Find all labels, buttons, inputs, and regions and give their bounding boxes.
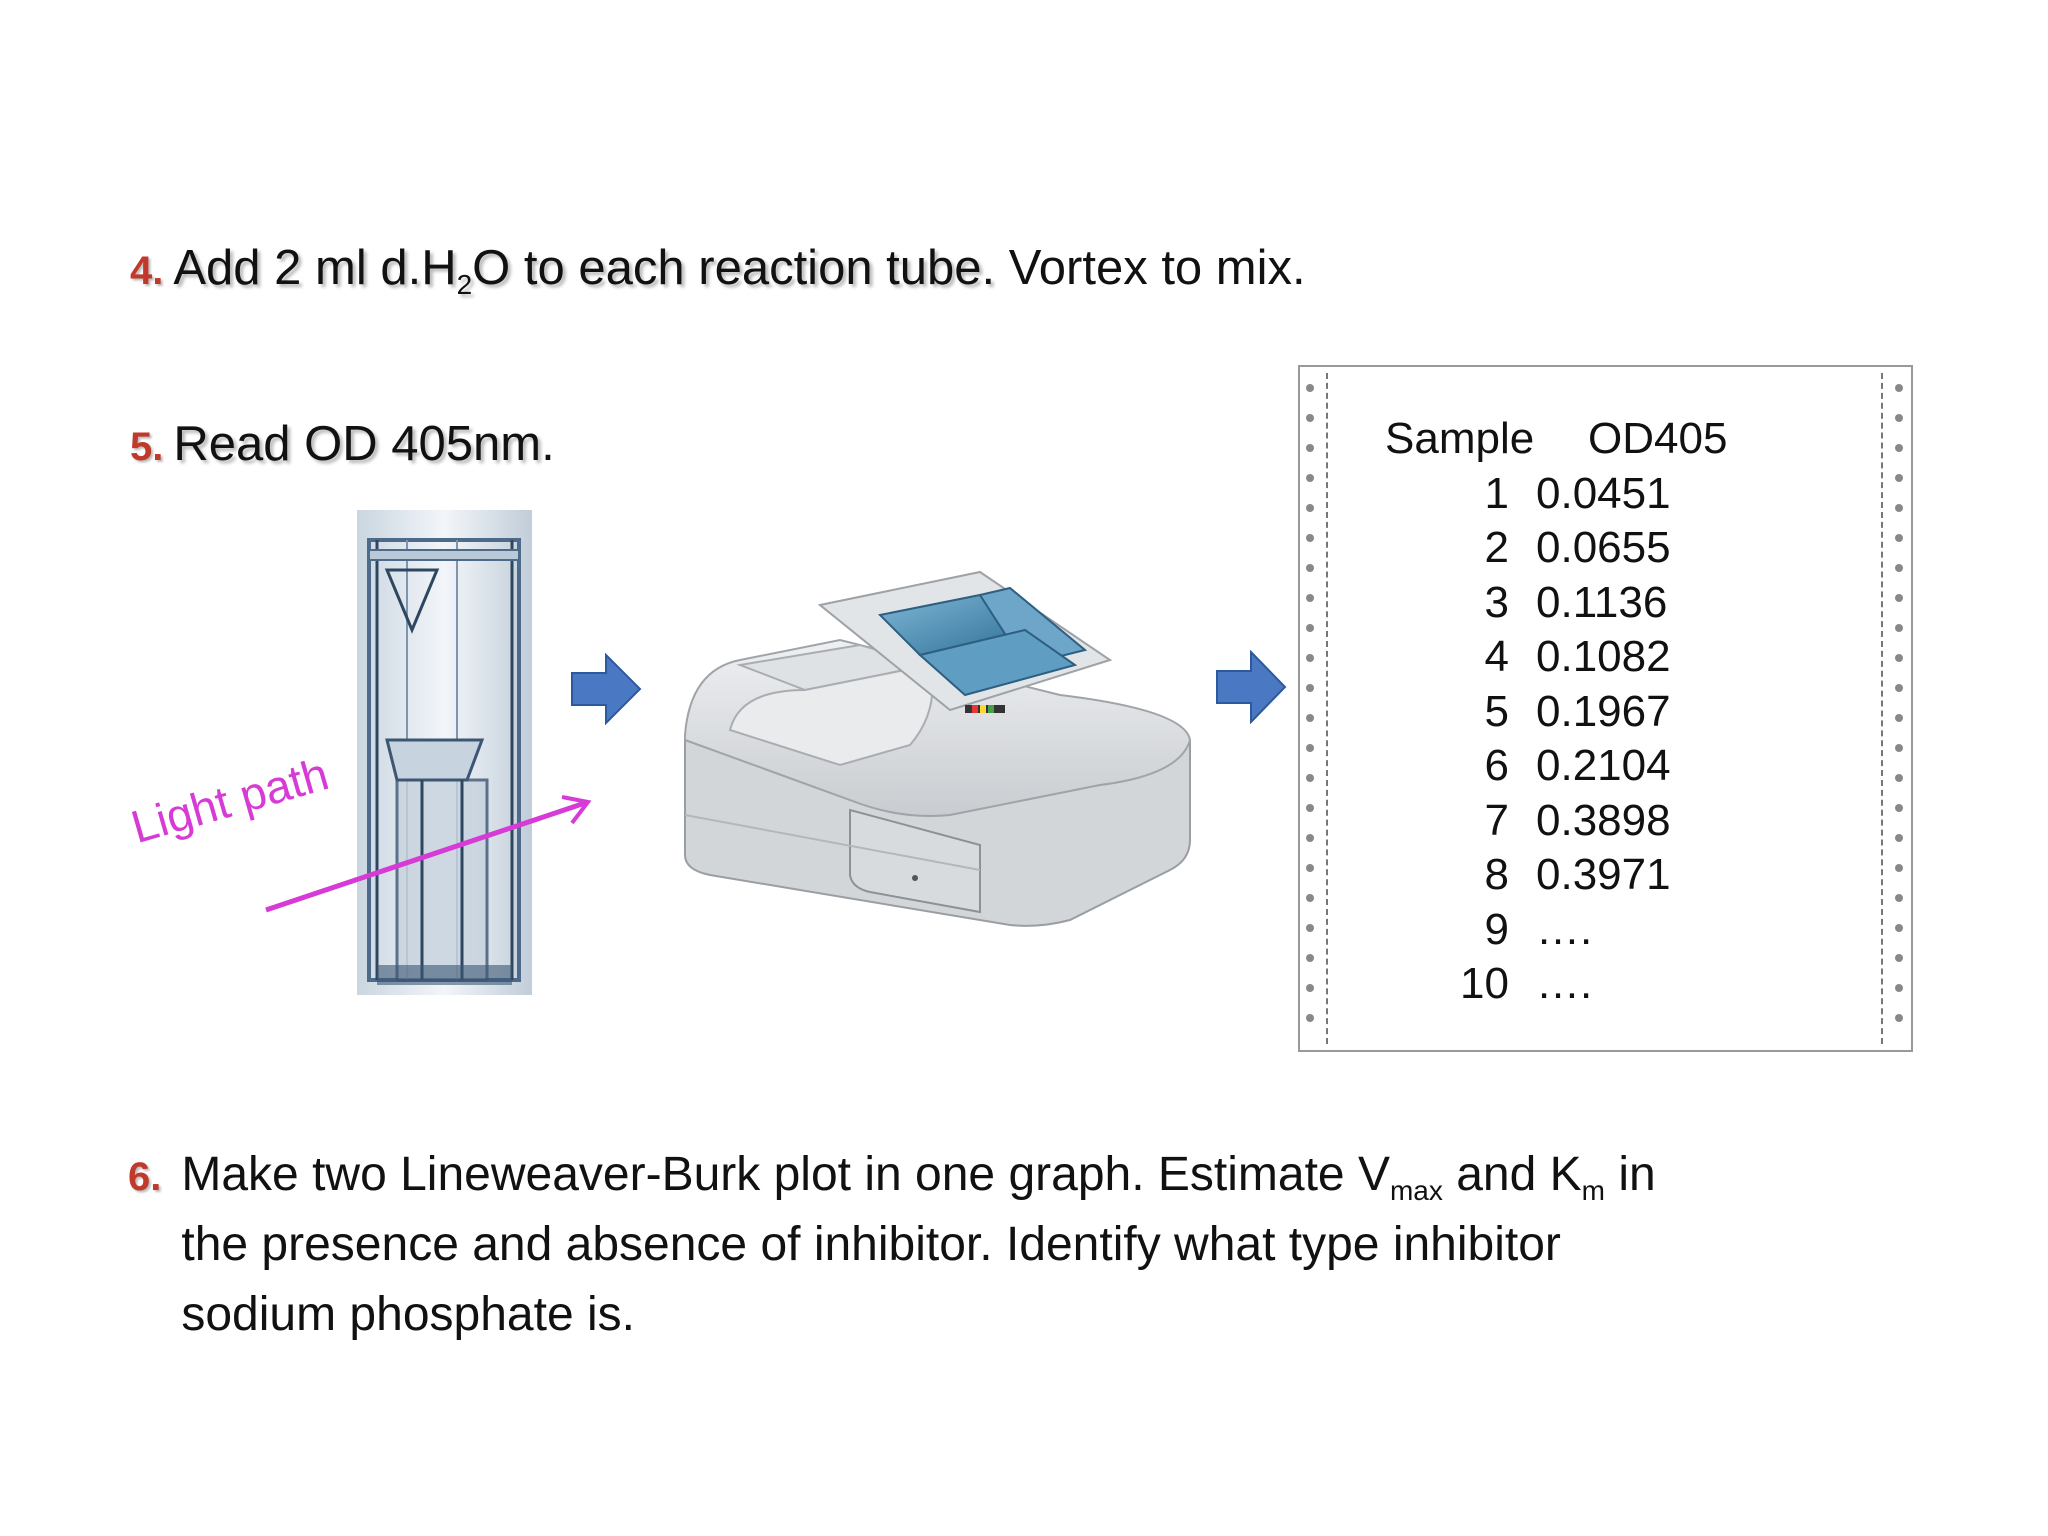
table-row: 4 0.1082 bbox=[1385, 630, 1736, 685]
sample-cell: 7 bbox=[1484, 795, 1509, 845]
table-row: 8 0.3971 bbox=[1385, 848, 1736, 903]
right-arrow-icon bbox=[1216, 650, 1287, 724]
step4-text-part1: Add 2 ml d.H bbox=[173, 241, 457, 295]
od-cell: 0.0655 bbox=[1536, 523, 1671, 572]
table-row: 9 …. bbox=[1385, 903, 1736, 958]
subscript-m: m bbox=[1581, 1175, 1605, 1206]
table-row: 3 0.1136 bbox=[1385, 576, 1736, 631]
header-sample: Sample bbox=[1385, 414, 1535, 463]
od-cell: 0.0451 bbox=[1536, 468, 1671, 518]
table-row: 10 …. bbox=[1385, 957, 1736, 1012]
step5-period: . bbox=[541, 417, 555, 471]
od-cell: 0.3898 bbox=[1536, 795, 1671, 845]
printout-paper: Sample OD405 1 0.0451 2 0.0655 3 0.1136 4 0.… bbox=[1298, 365, 1913, 1052]
sample-cell: 1 bbox=[1484, 468, 1509, 518]
step-text: Add 2 ml d.H2O to each reaction tube. Vo… bbox=[173, 241, 1306, 299]
sample-cell: 5 bbox=[1484, 686, 1509, 736]
od-cell: 0.3971 bbox=[1536, 850, 1671, 899]
od-cell: 0.1136 bbox=[1536, 577, 1668, 627]
light-path-arrow bbox=[265, 795, 592, 913]
subscript: 2 bbox=[456, 269, 473, 300]
table-row: 7 0.3898 bbox=[1385, 794, 1736, 849]
table-row: 5 0.1967 bbox=[1385, 685, 1736, 740]
step6-line1-c: in bbox=[1604, 1148, 1656, 1201]
sample-cell: 9 bbox=[1484, 904, 1509, 954]
table-row: 1 0.0451 bbox=[1385, 467, 1736, 522]
od-table: Sample OD405 1 0.0451 2 0.0655 3 0.1136 4 0.… bbox=[1385, 412, 1736, 1012]
od-cell: 0.1967 bbox=[1536, 686, 1671, 736]
step5-text: Read OD 405nm bbox=[173, 417, 542, 471]
step6-line1-b: and K bbox=[1442, 1148, 1582, 1201]
spectrophotometer-image bbox=[684, 570, 1192, 927]
step6-line2: the presence and absence of inhibitor. I… bbox=[181, 1218, 1561, 1271]
step-number: 4. bbox=[130, 249, 164, 293]
step4-text-part2: O to each reaction tube. bbox=[472, 241, 996, 295]
step-4: 4. Add 2 ml d.H2O to each reaction tube.… bbox=[130, 241, 1306, 299]
step6-line1: Make two Lineweaver-Burk plot in one gra… bbox=[181, 1140, 1655, 1210]
sample-cell: 10 bbox=[1460, 959, 1509, 1008]
step-number: 5. bbox=[130, 425, 164, 469]
perforation-line bbox=[1881, 373, 1883, 1044]
od-cell: 0.2104 bbox=[1536, 741, 1671, 790]
cuvette-image bbox=[347, 510, 542, 995]
step-text: Make two Lineweaver-Burk plot in one gra… bbox=[181, 1140, 1655, 1350]
sample-cell: 3 bbox=[1484, 577, 1509, 627]
sample-cell: 6 bbox=[1484, 741, 1509, 790]
header-od: OD405 bbox=[1588, 414, 1728, 463]
od-cell: …. bbox=[1536, 904, 1593, 954]
od-cell: 0.1082 bbox=[1536, 632, 1671, 681]
table-header: Sample OD405 bbox=[1385, 412, 1736, 467]
step-text: Read OD 405nm. bbox=[173, 420, 554, 469]
step6-line3: sodium phosphate is. bbox=[181, 1288, 635, 1341]
od-cell: …. bbox=[1536, 959, 1593, 1008]
perforation-line bbox=[1326, 373, 1328, 1044]
step6-line1-a: Make two Lineweaver-Burk plot in one gra… bbox=[181, 1148, 1390, 1201]
step-5: 5. Read OD 405nm. bbox=[130, 420, 555, 470]
step-number: 6. bbox=[128, 1155, 162, 1199]
sample-cell: 4 bbox=[1484, 632, 1509, 681]
sample-cell: 8 bbox=[1484, 850, 1509, 899]
table-row: 6 0.2104 bbox=[1385, 739, 1736, 794]
right-arrow-icon bbox=[571, 653, 642, 725]
step4-text-part3: Vortex to mix. bbox=[995, 241, 1306, 295]
subscript-max: max bbox=[1389, 1175, 1443, 1206]
sample-cell: 2 bbox=[1484, 523, 1509, 572]
step-6: 6. Make two Lineweaver-Burk plot in one … bbox=[128, 1140, 1656, 1350]
perforation-holes bbox=[1306, 384, 1314, 1022]
table-row: 2 0.0655 bbox=[1385, 521, 1736, 576]
perforation-holes bbox=[1895, 384, 1903, 1022]
